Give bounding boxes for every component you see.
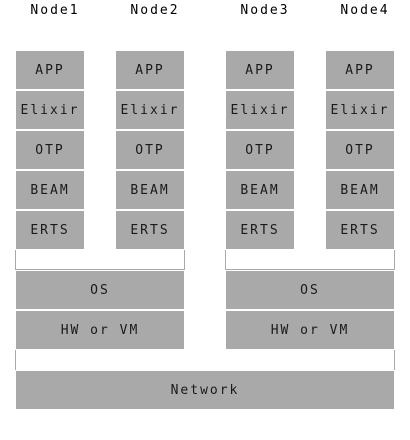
node-1-label: Node1: [30, 3, 80, 18]
node-4-otp-layer: OTP: [325, 130, 395, 170]
node-4-erts-layer: ERTS: [325, 210, 395, 250]
layer-label: ERTS: [130, 222, 170, 238]
network-label: Network: [170, 382, 240, 398]
layer-label: APP: [345, 62, 375, 78]
layer-label: BEAM: [340, 182, 380, 198]
layer-label: Elixir: [20, 102, 80, 118]
layer-label: BEAM: [240, 182, 280, 198]
layer-label: BEAM: [30, 182, 70, 198]
node-3-elixir-layer: Elixir: [225, 90, 295, 130]
layer-label: APP: [245, 62, 275, 78]
host-1-hw-layer: HW or VM: [15, 310, 185, 350]
host-1-gap-frame: [15, 350, 395, 370]
node-3-label: Node3: [240, 3, 290, 18]
os-label: OS: [90, 282, 110, 298]
layer-label: BEAM: [130, 182, 170, 198]
host-2-frame: [225, 250, 395, 270]
node-4-elixir-layer: Elixir: [325, 90, 395, 130]
host-2-os-layer: OS: [225, 270, 395, 310]
node-1-elixir-layer: Elixir: [15, 90, 85, 130]
node-2-erts-layer: ERTS: [115, 210, 185, 250]
layer-label: ERTS: [240, 222, 280, 238]
layer-label: ERTS: [30, 222, 70, 238]
node-1-app-layer: APP: [15, 50, 85, 90]
node-2-otp-layer: OTP: [115, 130, 185, 170]
node-3-beam-layer: BEAM: [225, 170, 295, 210]
os-label: OS: [300, 282, 320, 298]
layer-label: Elixir: [230, 102, 290, 118]
layer-label: APP: [135, 62, 165, 78]
node-4-beam-layer: BEAM: [325, 170, 395, 210]
layer-label: ERTS: [340, 222, 380, 238]
node-1-erts-layer: ERTS: [15, 210, 85, 250]
layer-label: Elixir: [330, 102, 390, 118]
node-3-otp-layer: OTP: [225, 130, 295, 170]
layer-label: OTP: [135, 142, 165, 158]
layer-label: OTP: [245, 142, 275, 158]
node-2-beam-layer: BEAM: [115, 170, 185, 210]
node-3-erts-layer: ERTS: [225, 210, 295, 250]
node-4-label: Node4: [340, 3, 390, 18]
layer-label: APP: [35, 62, 65, 78]
node-4-app-layer: APP: [325, 50, 395, 90]
hw-label: HW or VM: [60, 322, 140, 338]
layer-label: Elixir: [120, 102, 180, 118]
hw-label: HW or VM: [270, 322, 350, 338]
host-1-os-layer: OS: [15, 270, 185, 310]
node-2-app-layer: APP: [115, 50, 185, 90]
host-1-frame: [15, 250, 185, 270]
node-1-beam-layer: BEAM: [15, 170, 85, 210]
layer-label: OTP: [35, 142, 65, 158]
node-3-app-layer: APP: [225, 50, 295, 90]
node-1-otp-layer: OTP: [15, 130, 85, 170]
layer-label: OTP: [345, 142, 375, 158]
network-layer: Network: [15, 370, 395, 410]
host-2-hw-layer: HW or VM: [225, 310, 395, 350]
node-2-label: Node2: [130, 3, 180, 18]
node-2-elixir-layer: Elixir: [115, 90, 185, 130]
